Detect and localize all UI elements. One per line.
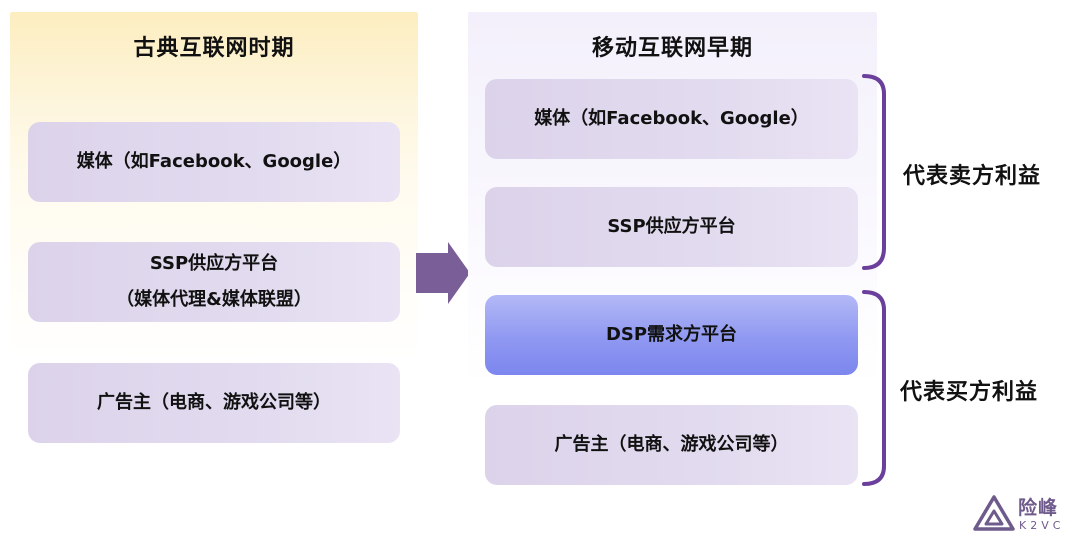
seller-interest-label: 代表卖方利益 xyxy=(903,164,1042,189)
left-advertiser-label: 广告主（电商、游戏公司等） xyxy=(97,392,331,413)
right-dsp-box: DSP需求方平台 xyxy=(485,295,858,375)
left-media-label: 媒体（如Facebook、Google） xyxy=(76,151,352,172)
buyer-bracket xyxy=(862,290,886,486)
right-dsp-label: DSP需求方平台 xyxy=(605,324,738,345)
logo-text-cn: 险峰 xyxy=(1018,497,1059,519)
transition-arrow-icon xyxy=(416,242,470,304)
right-media-label: 媒体（如Facebook、Google） xyxy=(534,108,809,129)
seller-bracket xyxy=(862,74,886,270)
right-ssp-label: SSP供应方平台 xyxy=(607,216,736,237)
right-advertiser-box: 广告主（电商、游戏公司等） xyxy=(485,405,858,485)
brackets-group xyxy=(862,74,886,486)
left-ssp-sublabel: （媒体代理&媒体联盟） xyxy=(116,289,312,310)
right-advertiser-label: 广告主（电商、游戏公司等） xyxy=(554,434,789,455)
right-column-title: 移动互联网早期 xyxy=(591,36,753,61)
right-ssp-box: SSP供应方平台 xyxy=(485,187,858,267)
buyer-interest-label: 代表买方利益 xyxy=(900,380,1039,405)
left-ssp-box: SSP供应方平台 （媒体代理&媒体联盟） xyxy=(28,242,400,322)
logo-text-en: K2VC xyxy=(1019,519,1065,532)
left-media-box: 媒体（如Facebook、Google） xyxy=(28,122,400,202)
left-advertiser-box: 广告主（电商、游戏公司等） xyxy=(28,363,400,443)
k2vc-logo-icon xyxy=(973,495,1015,531)
right-media-box: 媒体（如Facebook、Google） xyxy=(485,79,858,159)
left-ssp-label: SSP供应方平台 xyxy=(149,253,279,274)
left-column-title: 古典互联网时期 xyxy=(133,36,295,61)
